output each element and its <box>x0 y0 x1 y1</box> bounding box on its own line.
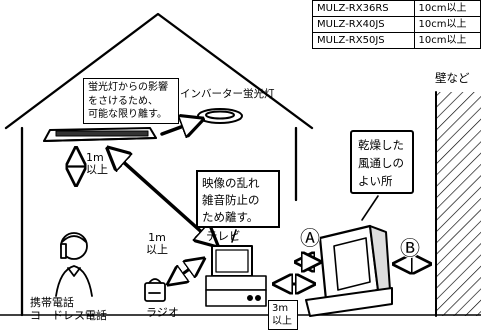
model-name-cell: MULZ-RX50JS <box>312 32 415 49</box>
ceiling-distance-suffix: 以上 <box>86 163 108 176</box>
outdoor-unit-illustration <box>305 224 393 317</box>
pointer-noise <box>231 229 237 243</box>
wall-hatch <box>435 91 481 317</box>
fluorescent-warning-note: 蛍光灯からの影響 をさけるため、 可能な限り離す。 <box>83 78 179 124</box>
model-name-cell: MULZ-RX36RS <box>312 0 415 17</box>
inverter-lamp-label: インバーター蛍光灯 <box>180 88 275 100</box>
tv-distance-suffix: 以上 <box>146 243 168 256</box>
radio-distance-label: 3m 以上 <box>268 300 298 330</box>
radio-distance-suffix: 以上 <box>272 316 292 327</box>
person-with-phone <box>55 232 93 297</box>
fluorescent-warning-line: 蛍光灯からの影響 <box>88 82 168 93</box>
pointer-dry-place <box>361 195 379 221</box>
dry-place-line: 乾燥した <box>358 138 404 152</box>
tv-distance-value: 1m <box>148 231 166 244</box>
radio-distance-value: 3m <box>272 303 289 314</box>
picture-noise-note: 映像の乱れ 雑音防止の ため離す。 <box>196 170 280 228</box>
radio-illustration <box>144 278 166 302</box>
tv-distance-label: 1m 以上 <box>146 232 168 256</box>
fluorescent-warning-line: をさけるため、 <box>88 95 158 107</box>
phone-label: 携帯電話 コードレス電話 <box>30 296 107 322</box>
inverter-lamp-illustration <box>197 108 243 124</box>
arrow-unit-to-lamp <box>160 120 200 134</box>
arrow-unit-to-tv <box>110 150 215 244</box>
picture-noise-line: ため離す。 <box>202 210 259 224</box>
indoor-unit-illustration <box>43 127 157 142</box>
wall-label: 壁など <box>435 71 470 85</box>
fluorescent-warning-line: 可能な限り離す。 <box>88 109 167 120</box>
dry-place-line: 風通しの <box>358 156 404 170</box>
phone-label-line: 携帯電話 <box>30 296 74 309</box>
ceiling-distance-label: 1m 以上 <box>86 152 108 176</box>
clearance-b-marker: Ⓑ <box>400 236 420 260</box>
radio-label: ラジオ <box>146 306 179 319</box>
model-clearance-cell: 10cm以上 <box>413 16 481 33</box>
tv-illustration <box>205 245 267 307</box>
dry-place-note: 乾燥した 風通しの よい所 <box>350 130 414 194</box>
house-outline <box>0 12 481 317</box>
picture-noise-line: 映像の乱れ <box>202 176 260 190</box>
phone-label-line: コードレス電話 <box>30 309 107 322</box>
ceiling-distance-value: 1m <box>86 151 104 164</box>
arrow-radio-to-tv <box>170 260 202 283</box>
clearance-a-marker: Ⓐ <box>300 226 320 250</box>
picture-noise-line: 雑音防止の <box>202 193 260 207</box>
dry-place-line: よい所 <box>358 174 393 188</box>
tv-label: テレビ <box>206 229 241 243</box>
model-clearance-cell: 10cm以上 <box>413 0 481 17</box>
model-name-cell: MULZ-RX40JS <box>312 16 415 33</box>
model-clearance-cell: 10cm以上 <box>413 32 481 49</box>
